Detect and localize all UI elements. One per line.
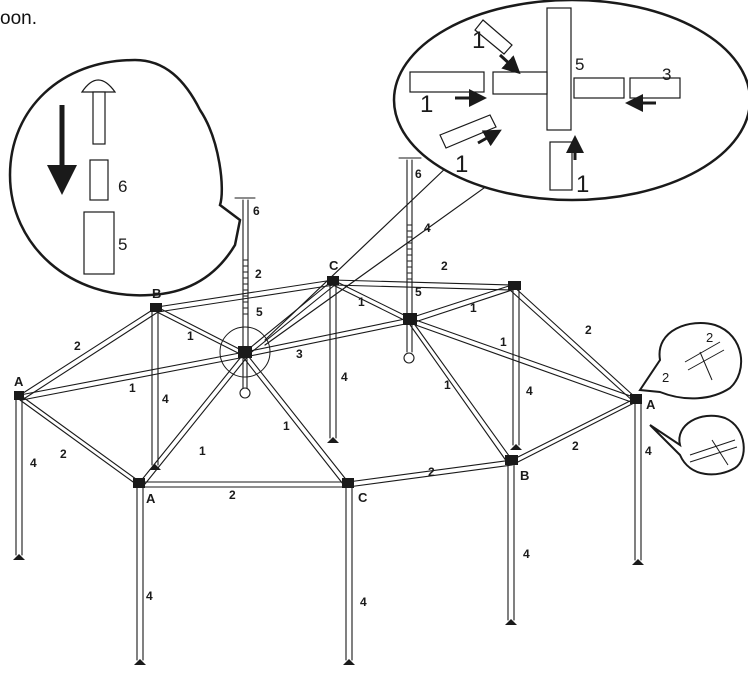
part-label: 5	[415, 285, 422, 299]
corner-label-a: A	[646, 397, 656, 412]
callout-label: 1	[420, 91, 433, 118]
callout-label: 2	[706, 330, 713, 345]
perimeter-bars	[19, 279, 637, 488]
callout-right-parts	[684, 341, 738, 466]
callout-label: 1	[455, 151, 468, 178]
callout-label: 1	[576, 171, 589, 198]
part-label: 6	[415, 167, 422, 181]
detail-circle	[219, 326, 271, 378]
part-label: 1	[199, 444, 206, 458]
corner-label-c: C	[329, 258, 339, 273]
corner-label-a: A	[14, 374, 24, 389]
part-label: 2	[585, 323, 592, 337]
part-label: 4	[146, 589, 153, 603]
part-label: 4	[341, 370, 348, 384]
callout-label: 5	[575, 55, 584, 74]
corner-label-c: C	[358, 490, 368, 505]
feet	[13, 437, 644, 665]
part-label: 2	[60, 447, 67, 461]
part-label: 6	[253, 204, 260, 218]
callout-top-arrows	[455, 53, 656, 160]
callout-label: 5	[118, 235, 127, 254]
joints	[14, 276, 642, 488]
part-label: 4	[360, 595, 367, 609]
callout-label: 1	[472, 27, 485, 54]
part-label: 1	[129, 381, 136, 395]
part-label: 4	[30, 456, 37, 470]
part-label: 1	[470, 301, 477, 315]
callout-right-bubbles	[638, 322, 745, 476]
callout-label: 2	[662, 370, 669, 385]
part-label: 2	[74, 339, 81, 353]
corner-label-b: B	[152, 286, 161, 301]
callout-top-parts	[409, 7, 681, 191]
part-label: 2	[255, 267, 262, 281]
part-label: 1	[500, 335, 507, 349]
part-numbers: 2 1 2 5 6 3 1 6 4 2 5 1 2 1 1 4 4 1 4 1 …	[30, 167, 652, 609]
callout-label: 6	[118, 177, 127, 196]
part-label: 4	[526, 384, 533, 398]
part-label: 1	[283, 419, 290, 433]
callout-left-parts	[47, 79, 117, 275]
frame	[13, 144, 644, 665]
part-label: 2	[229, 488, 236, 502]
rafter-bars	[19, 279, 637, 485]
legs	[15, 282, 642, 661]
part-label: 4	[162, 392, 169, 406]
part-label: 1	[444, 378, 451, 392]
part-label: 3	[296, 347, 303, 361]
part-label: 4	[424, 221, 431, 235]
part-label: 4	[523, 547, 530, 561]
part-label: 1	[358, 295, 365, 309]
part-label: 4	[645, 444, 652, 458]
callout-label: 3	[662, 65, 671, 84]
part-label: 2	[572, 439, 579, 453]
callout-left-bubble	[8, 58, 242, 297]
callout-numbers: 6 5 1 5 3 1 1 1 2 2	[118, 27, 713, 385]
caption-text: oon.	[0, 8, 37, 29]
part-label: 5	[256, 305, 263, 319]
part-label: 1	[187, 329, 194, 343]
corner-letters: A B C A B A C	[14, 258, 656, 506]
corner-label-b: B	[520, 468, 529, 483]
part-label: 2	[428, 465, 435, 479]
corner-label-a: A	[146, 491, 156, 506]
part-label: 2	[441, 259, 448, 273]
